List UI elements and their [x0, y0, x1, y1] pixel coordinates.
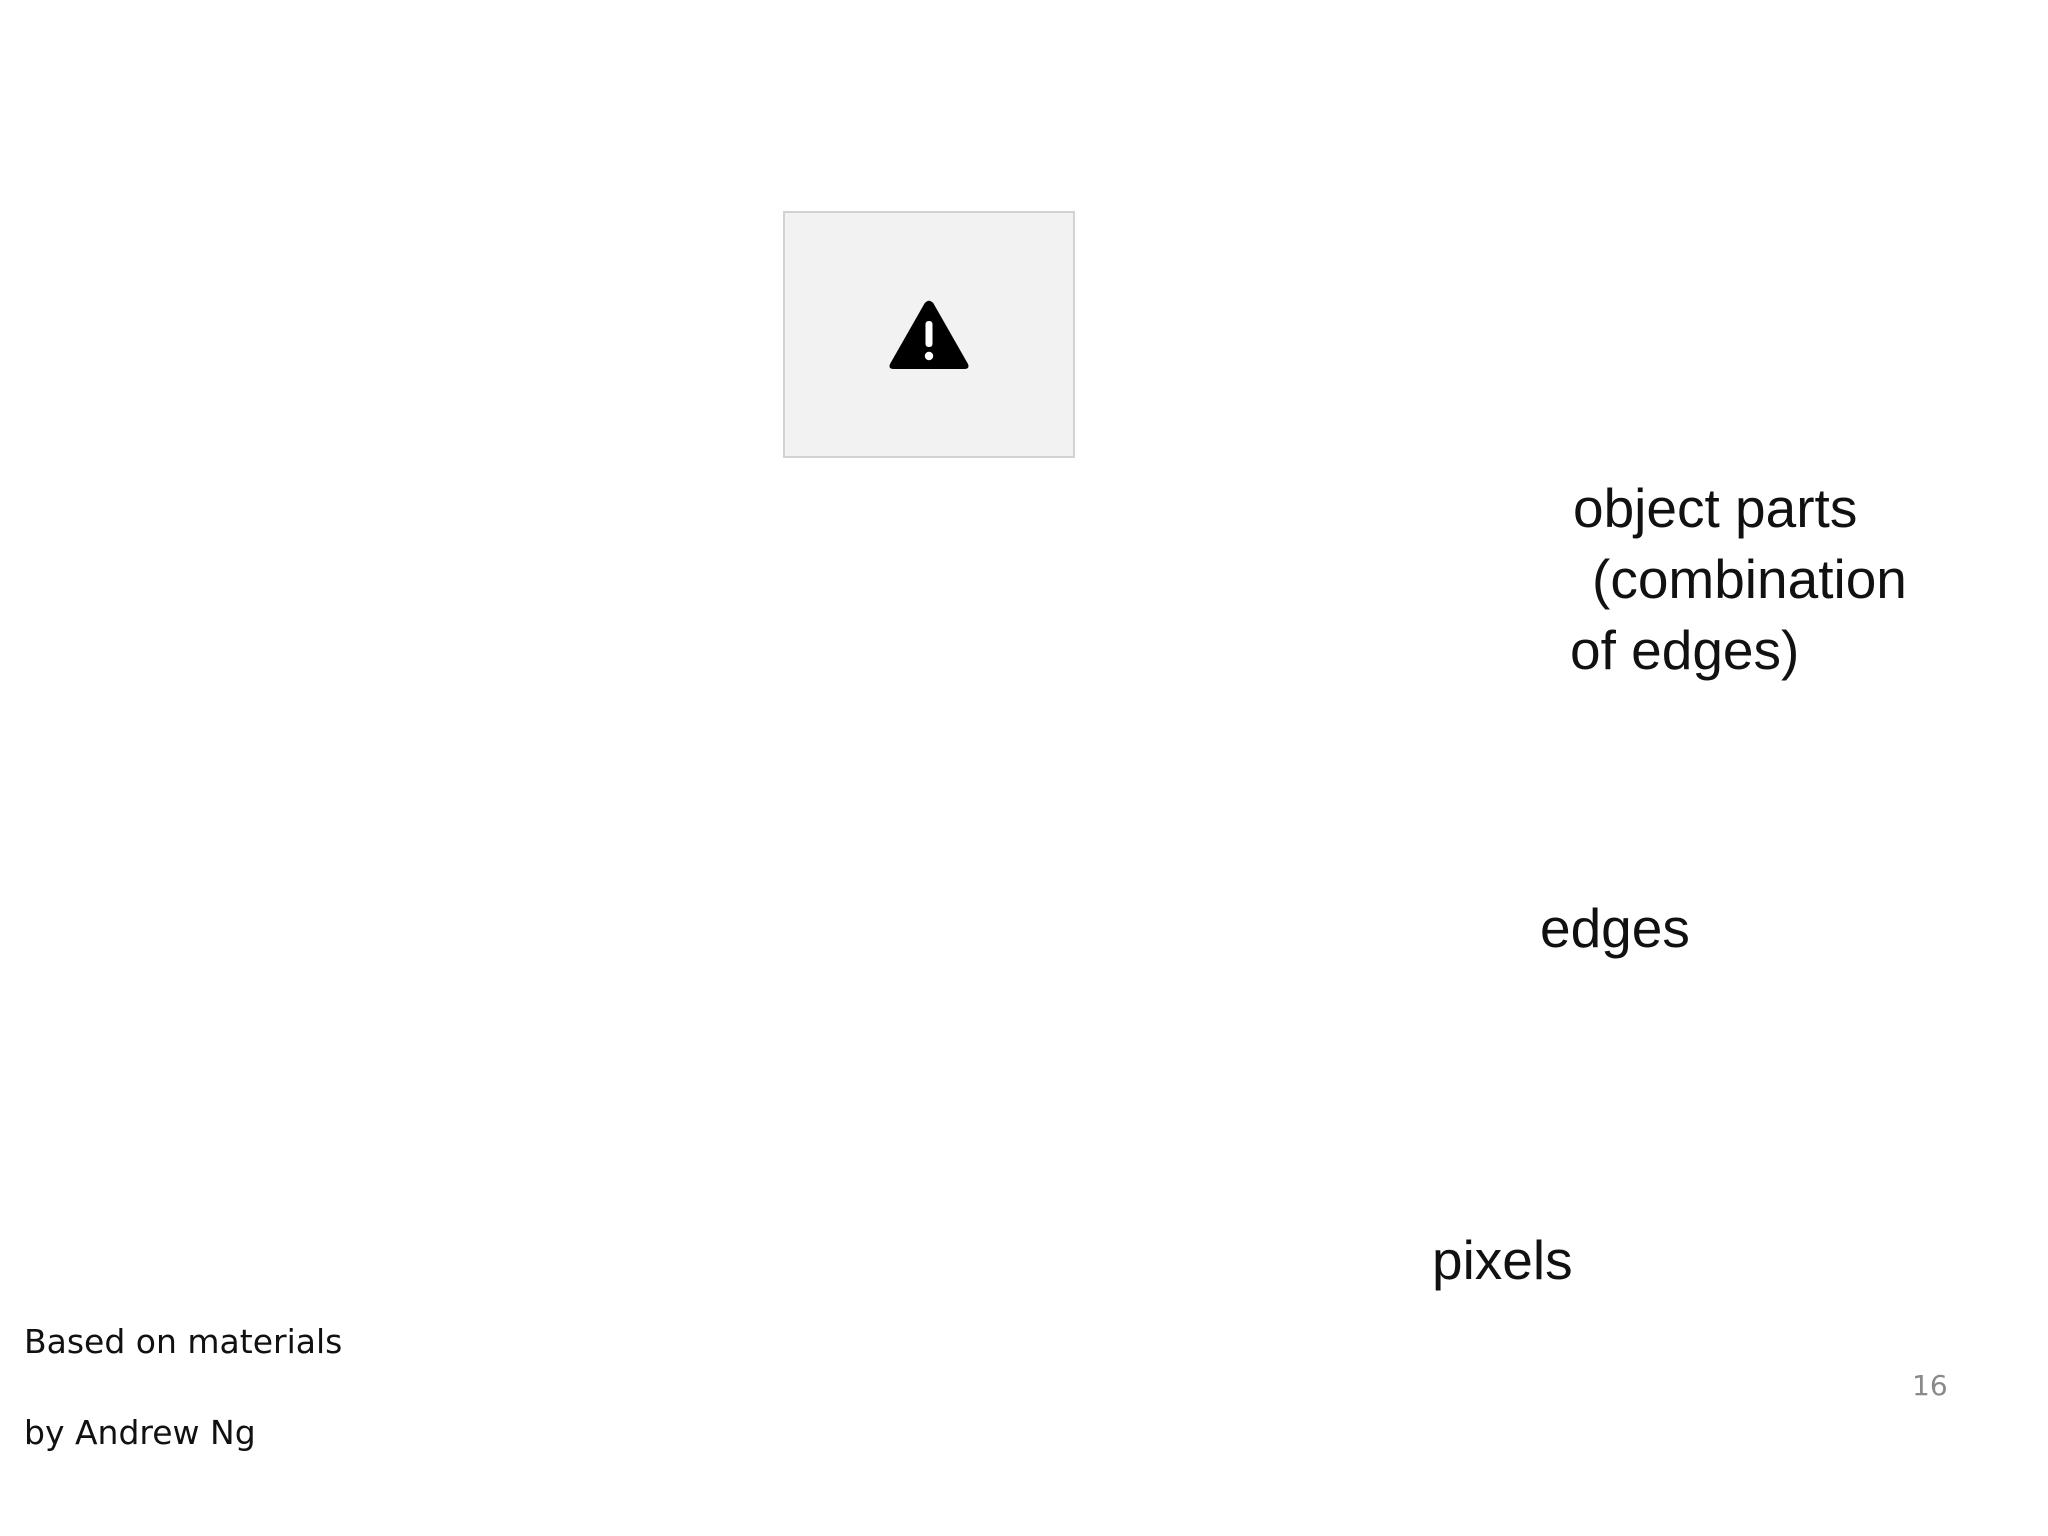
credit-line-2: by Andrew Ng — [24, 1413, 256, 1452]
label-object-parts: object parts — [1573, 477, 1858, 539]
label-pixels: pixels — [1432, 1229, 1573, 1291]
broken-image-placeholder — [783, 211, 1075, 458]
label-combination: (combination — [1592, 548, 1907, 610]
label-edges: edges — [1540, 897, 1690, 959]
page-number: 16 — [1912, 1369, 1948, 1402]
credit-line-1: Based on materials — [24, 1322, 343, 1361]
label-of-edges: of edges) — [1570, 619, 1800, 681]
warning-icon — [889, 300, 969, 369]
